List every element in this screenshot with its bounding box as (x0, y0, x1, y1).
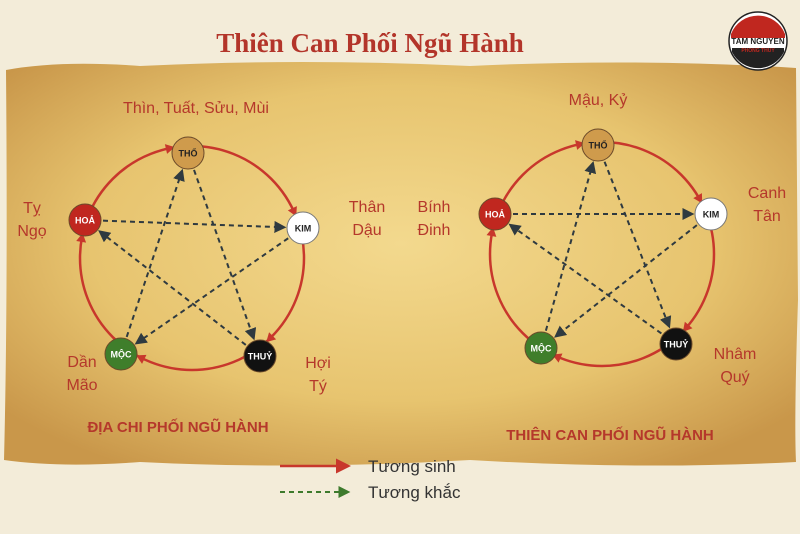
legend-sinh-label: Tương sinh (368, 457, 456, 476)
right-node-tho-label: THỔ (589, 140, 608, 151)
right-node-hoa-circle (478, 197, 512, 231)
right-label-thuy-1: Nhâm (714, 346, 757, 363)
right-node-hoa: HOẢ (478, 197, 512, 231)
left-label-hoa-2: Ngọ (17, 223, 46, 240)
right-label-kim-2: Tân (753, 208, 781, 225)
right-node-kim-label: KIM (703, 210, 720, 220)
left-label-tho: Thìn, Tuất, Sửu, Mùi (123, 100, 269, 117)
right-label-thuy-2: Quý (720, 369, 749, 386)
page-title: Thiên Can Phối Ngũ Hành (216, 28, 524, 58)
right-node-moc-circle (524, 331, 558, 365)
right-label-hoa-2: Đinh (418, 222, 451, 239)
left-node-thuy-circle (243, 339, 277, 373)
left-caption: ĐỊA CHI PHỐI NGŨ HÀNH (87, 418, 268, 436)
left-node-tho-circle (171, 136, 205, 170)
right-khac-arrow-kim-moc (554, 224, 698, 338)
right-node-thuy: THUỶ (659, 327, 693, 361)
legend-khac-label: Tương khắc (368, 483, 461, 502)
right-node-hoa-label: HOẢ (485, 209, 506, 220)
left-label-kim-2: Dậu (352, 222, 381, 239)
svg-text:PHONG THUY: PHONG THUY (741, 48, 775, 54)
right-khac-arrow-moc-tho (544, 160, 597, 331)
left-label-thuy-1: Hợi (305, 355, 331, 372)
right-node-tho-circle (581, 128, 615, 162)
left-label-moc-2: Mão (66, 377, 97, 394)
parchment-background (4, 62, 798, 466)
left-sinh-arrow-kim-thuy (266, 332, 277, 343)
left-node-hoa-circle (68, 203, 102, 237)
left-node-tho: THỔ (171, 136, 205, 170)
left-node-thuy: THUỶ (243, 339, 277, 373)
tam-nguyen-logo: TAM NGUYEN PHONG THUY (728, 11, 788, 71)
right-node-kim: KIM (694, 197, 728, 231)
left-node-hoa-label: HOẢ (75, 215, 96, 226)
left-node-kim: KIM (286, 211, 320, 245)
left-node-thuy-label: THUỶ (248, 351, 273, 362)
left-sinh-arrow-hoa-tho (164, 144, 175, 154)
left-label-kim-1: Thân (349, 199, 385, 216)
svg-text:TAM NGUYEN: TAM NGUYEN (731, 37, 784, 46)
right-khac-arrow-tho-thuy (603, 161, 672, 329)
left-khac-arrow-moc-tho (125, 168, 185, 338)
left-sinh-arrow-moc-hoa (76, 232, 87, 243)
left-node-moc-label: MỘC (111, 349, 132, 360)
left-khac-arrow-kim-moc (134, 237, 289, 345)
left-khac-arrow-thuy-hoa (98, 230, 247, 346)
right-node-tho: THỔ (581, 128, 615, 162)
right-label-tho: Mậu, Kỷ (569, 92, 628, 109)
left-diagram: THỔ KIM THUỶ MỘC HOẢ (68, 136, 320, 373)
right-node-thuy-circle (659, 327, 693, 361)
left-node-kim-label: KIM (295, 224, 312, 234)
right-diagram: THỔ KIM THUỶ MỘC HOẢ (478, 128, 728, 368)
right-node-kim-circle (694, 197, 728, 231)
right-node-thuy-label: THUỶ (664, 339, 689, 350)
left-label-moc-1: Dần (67, 354, 96, 371)
left-node-moc-circle (104, 337, 138, 371)
right-sinh-arrow-kim-thuy (682, 321, 693, 332)
left-node-kim-circle (286, 211, 320, 245)
right-khac-arrow-thuy-hoa (508, 223, 662, 335)
right-sinh-arrow-moc-hoa (486, 227, 497, 237)
right-label-hoa-1: Bính (418, 199, 451, 216)
left-node-hoa: HOẢ (68, 203, 102, 237)
left-label-hoa-1: Tỵ (23, 200, 41, 217)
right-node-moc-label: MỘC (531, 343, 552, 354)
left-khac-arrow-hoa-kim (102, 219, 287, 233)
left-khac-arrow-tho-thuy (193, 169, 257, 341)
left-label-thuy-2: Tý (309, 378, 327, 395)
right-label-kim-1: Canh (748, 185, 786, 202)
left-node-tho-label: THỔ (179, 148, 198, 159)
right-caption: THIÊN CAN PHỐI NGŨ HÀNH (506, 426, 714, 444)
left-sinh-arrow-thuy-moc (136, 354, 147, 364)
legend: Tương sinh Tương khắc (280, 457, 461, 502)
left-node-moc: MỘC (104, 337, 138, 371)
right-sinh-arrow-tho-kim (693, 193, 703, 204)
right-node-moc: MỘC (524, 331, 558, 365)
